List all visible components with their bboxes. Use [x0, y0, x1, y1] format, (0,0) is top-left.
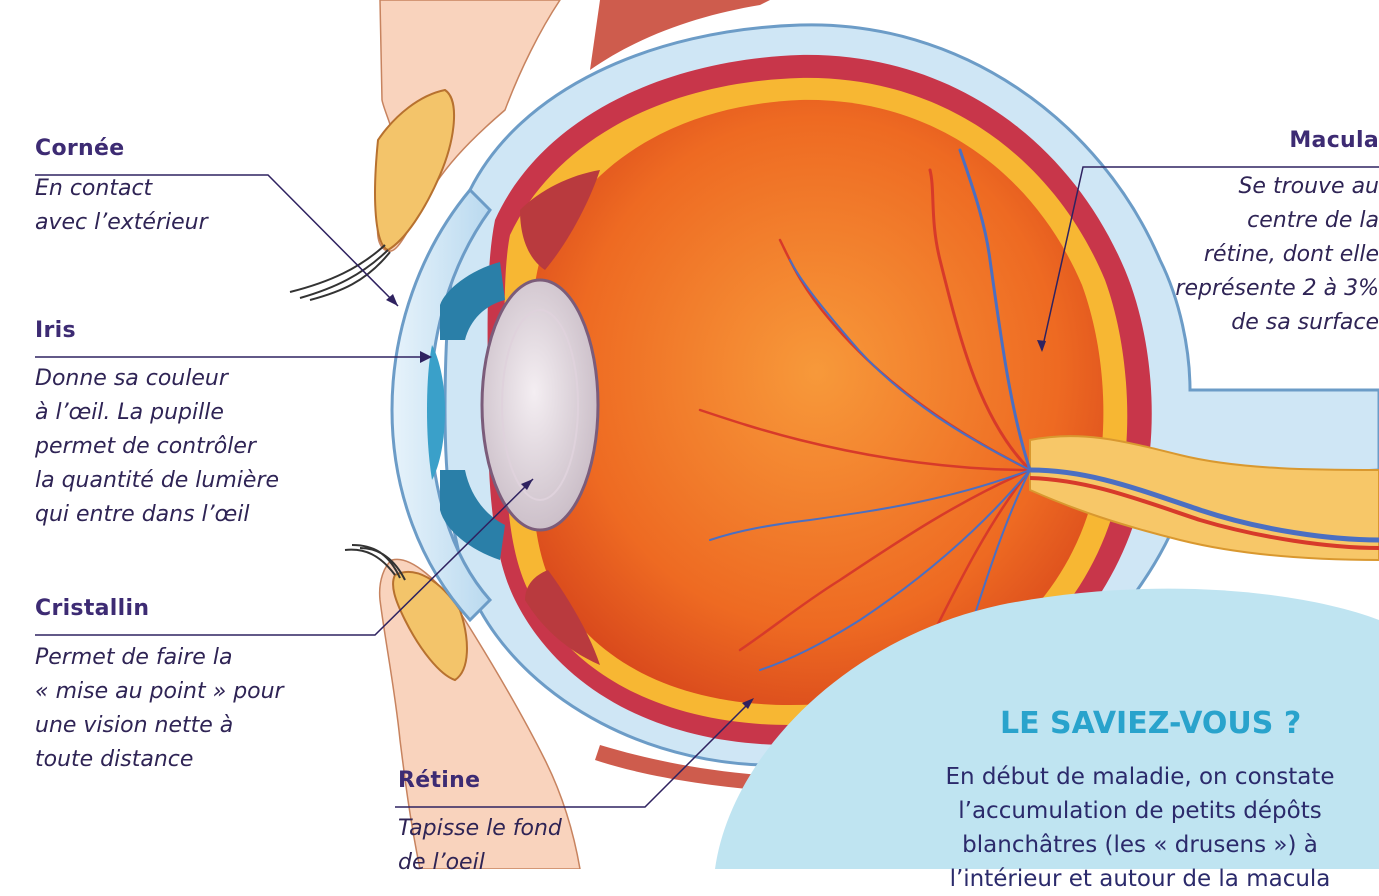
info-box-line: En début de maladie, on constate: [880, 760, 1379, 794]
label-retine: Rétine: [398, 768, 480, 793]
cristallin-title: Cristallin: [35, 596, 149, 621]
cornee-title: Cornée: [35, 136, 124, 161]
iris-line: qui entre dans l’œil: [35, 498, 279, 532]
cristallin-line: toute distance: [35, 743, 284, 777]
iris-line: la quantité de lumière: [35, 464, 279, 498]
info-box-line: l’intérieur et autour de la macula: [880, 862, 1379, 896]
cristallin-line: « mise au point » pour: [35, 675, 284, 709]
label-cristallin: Cristallin: [35, 596, 149, 621]
cristallin-line: Permet de faire la: [35, 641, 284, 675]
info-box-body: En début de maladie, on constate l’accum…: [880, 760, 1379, 896]
retine-line: Tapisse le fond: [398, 812, 562, 846]
label-macula: Macula: [1289, 128, 1379, 153]
cornee-line: En contact: [35, 172, 208, 206]
cornee-description: En contact avec l’extérieur: [35, 172, 208, 240]
info-box-title: LE SAVIEZ-VOUS ?: [1000, 706, 1301, 741]
iris-line: Donne sa couleur: [35, 362, 279, 396]
macula-title: Macula: [1289, 128, 1379, 153]
macula-line: de sa surface: [1175, 306, 1379, 340]
iris-front: [427, 345, 445, 480]
macula-line: Se trouve au: [1175, 170, 1379, 204]
retine-title: Rétine: [398, 768, 480, 793]
info-box-line: blanchâtres (les « drusens ») à: [880, 828, 1379, 862]
iris-title: Iris: [35, 318, 76, 343]
label-cornee: Cornée: [35, 136, 124, 161]
retine-description: Tapisse le fond de l’oeil: [398, 812, 562, 880]
macula-line: représente 2 à 3%: [1175, 272, 1379, 306]
retine-line: de l’oeil: [398, 846, 562, 880]
iris-line: à l’œil. La pupille: [35, 396, 279, 430]
cristallin-description: Permet de faire la « mise au point » pou…: [35, 641, 284, 777]
label-iris: Iris: [35, 318, 76, 343]
cristallin-line: une vision nette à: [35, 709, 284, 743]
macula-description: Se trouve au centre de la rétine, dont e…: [1175, 170, 1379, 340]
crystalline-lens: [482, 280, 598, 530]
macula-line: rétine, dont elle: [1175, 238, 1379, 272]
iris-line: permet de contrôler: [35, 430, 279, 464]
macula-line: centre de la: [1175, 204, 1379, 238]
cornee-line: avec l’extérieur: [35, 206, 208, 240]
upper-eyelashes: [290, 245, 390, 300]
iris-description: Donne sa couleur à l’œil. La pupille per…: [35, 362, 279, 532]
info-box-line: l’accumulation de petits dépôts: [880, 794, 1379, 828]
